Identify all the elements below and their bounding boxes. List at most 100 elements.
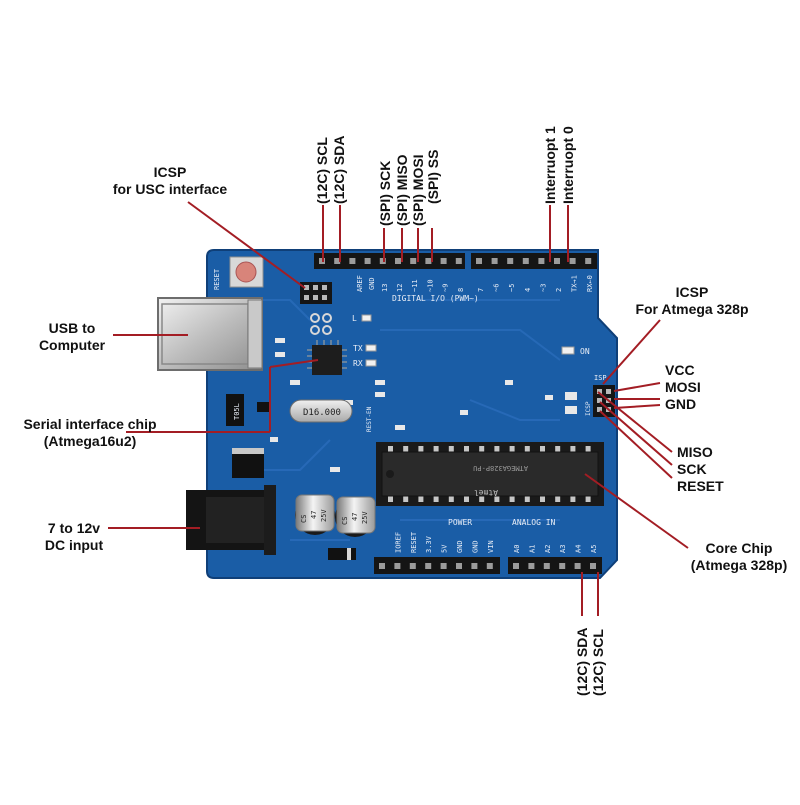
diode-band bbox=[347, 548, 351, 560]
label-spi-miso: (SPI) MISO bbox=[394, 154, 410, 226]
digital-header-left bbox=[314, 253, 465, 269]
header-hole-3 bbox=[364, 258, 371, 264]
label-icsp-mcu: ICSP For Atmega 328p bbox=[626, 284, 758, 318]
silk-power: POWER bbox=[448, 518, 472, 527]
silk-power-pin-1: RESET bbox=[410, 531, 418, 553]
label-core-chip: Core Chip (Atmega 328p) bbox=[682, 540, 796, 574]
silk-digital-pin-10: ~3 bbox=[539, 284, 547, 292]
header-hole-17 bbox=[585, 258, 592, 264]
silk-power-pin-6: VIN bbox=[487, 540, 495, 553]
label-top-sda: (12C) SDA bbox=[331, 135, 347, 204]
dip-pin-top-7 bbox=[494, 446, 500, 453]
dip-pin-top-11 bbox=[555, 446, 561, 453]
silk-analog-pin-5: A5 bbox=[590, 545, 598, 553]
label-miso: MISO bbox=[677, 444, 713, 460]
pcb-traces bbox=[230, 299, 561, 541]
led-l bbox=[361, 314, 372, 322]
bottom-hole-6 bbox=[471, 563, 478, 569]
silk-digital-pin-7: ~6 bbox=[493, 284, 501, 292]
bottom-hole-4 bbox=[440, 563, 447, 569]
dip-pin-top-6 bbox=[479, 446, 485, 453]
dip-pin-bottom-11 bbox=[555, 495, 561, 502]
header-hole-10 bbox=[476, 258, 482, 264]
bottom-hole-8 bbox=[513, 563, 519, 569]
silk-power-pin-5: GND bbox=[471, 540, 479, 553]
dip-pin-bottom-10 bbox=[540, 495, 545, 502]
silk-cap2-l1: CS bbox=[341, 517, 349, 525]
chip-marking: ATMEGA328P-PU bbox=[473, 464, 528, 472]
silk-power-pin-4: GND bbox=[456, 540, 464, 553]
label-spi-mosi: (SPI) MOSI bbox=[410, 154, 426, 226]
bottom-hole-3 bbox=[425, 563, 432, 569]
silk-power-pin-0: IOREF bbox=[394, 532, 402, 553]
label-vcc-mosi-gnd: VCC MOSI GND bbox=[665, 362, 701, 413]
header-hole-4 bbox=[379, 258, 386, 264]
silk-digital-pin-11: 2 bbox=[555, 288, 563, 292]
silk-digital-pin-3: ~10 bbox=[426, 279, 434, 292]
led-on bbox=[561, 346, 575, 355]
bottom-hole-10 bbox=[543, 563, 550, 569]
label-serial-chip: Serial interface chip (Atmega16u2) bbox=[6, 416, 174, 450]
silk-cap1-l2: 47 bbox=[310, 511, 318, 519]
silk-on: ON bbox=[580, 347, 590, 356]
silk-l: L bbox=[352, 314, 357, 323]
label-bottom-sda: (12C) SDA bbox=[574, 627, 590, 696]
dip-pin-bottom-2 bbox=[418, 495, 424, 502]
silk-digital-pin-5: 8 bbox=[457, 288, 465, 292]
leader-vcc bbox=[613, 382, 661, 392]
dip-pin-top-10 bbox=[540, 446, 545, 453]
dip-pin-top-12 bbox=[570, 446, 576, 453]
header-hole-2 bbox=[349, 258, 356, 264]
jumper-pads bbox=[310, 313, 332, 335]
silk-analog-pin-4: A4 bbox=[575, 545, 583, 553]
silk-digital-pin-0: 13 bbox=[381, 284, 389, 292]
atmega16u2-pins bbox=[307, 340, 347, 369]
label-dc-input: 7 to 12v DC input bbox=[34, 520, 114, 554]
bottom-hole-12 bbox=[574, 563, 581, 569]
crystal-oscillator bbox=[289, 399, 353, 423]
dc-jack-front bbox=[206, 497, 268, 543]
header-hole-15 bbox=[554, 258, 560, 264]
silk-cap2-l2: 47 bbox=[351, 513, 359, 521]
smd-cluster-2 bbox=[565, 406, 577, 414]
dip-pin-bottom-5 bbox=[464, 495, 469, 502]
silk-analog-in: ANALOG IN bbox=[512, 518, 556, 527]
atmega328p-chip bbox=[381, 451, 599, 497]
dip-pin-top-2 bbox=[418, 446, 424, 453]
label-serial-line1: Serial interface chip bbox=[23, 416, 157, 432]
silk-tx: TX bbox=[353, 344, 363, 353]
label-core-line2: (Atmega 328p) bbox=[690, 557, 788, 573]
header-hole-9 bbox=[455, 258, 462, 264]
reset-button-cap bbox=[235, 261, 257, 283]
label-dc-line2: DC input bbox=[44, 537, 104, 553]
capacitor-1 bbox=[295, 494, 335, 532]
silk-crystal: D16.000 bbox=[303, 408, 341, 418]
header-hole-12 bbox=[507, 258, 514, 264]
dip-pin-top-9 bbox=[524, 446, 530, 453]
label-interrupt-0: Interruopt 0 bbox=[560, 126, 576, 204]
header-hole-16 bbox=[569, 258, 576, 264]
label-icsp-usb-line2: for USC interface bbox=[112, 181, 228, 197]
silk-analog-pin-1: A1 bbox=[528, 545, 536, 553]
leader-gnd bbox=[613, 404, 661, 409]
silk-rx: RX bbox=[353, 359, 363, 368]
leader-reset bbox=[599, 410, 673, 479]
led-tx bbox=[365, 344, 377, 352]
silk-cap1-l3: 25V bbox=[320, 509, 328, 522]
dip-pin-bottom-13 bbox=[585, 495, 591, 502]
dip-pin-top-4 bbox=[448, 446, 454, 453]
silk-power-pin-3: 5V bbox=[441, 544, 449, 553]
silk-isp: ISP bbox=[594, 374, 607, 382]
silk-analog-pin-2: A2 bbox=[544, 545, 552, 553]
capacitor-2 bbox=[336, 496, 376, 534]
leader-lines bbox=[108, 201, 689, 616]
label-sck: SCK bbox=[677, 461, 707, 477]
silk-digital-pin-8: ~5 bbox=[508, 284, 516, 292]
silk-analog-pin-0: A0 bbox=[513, 545, 521, 553]
header-hole-5 bbox=[395, 258, 401, 264]
icsp-usb-pins bbox=[304, 285, 327, 300]
